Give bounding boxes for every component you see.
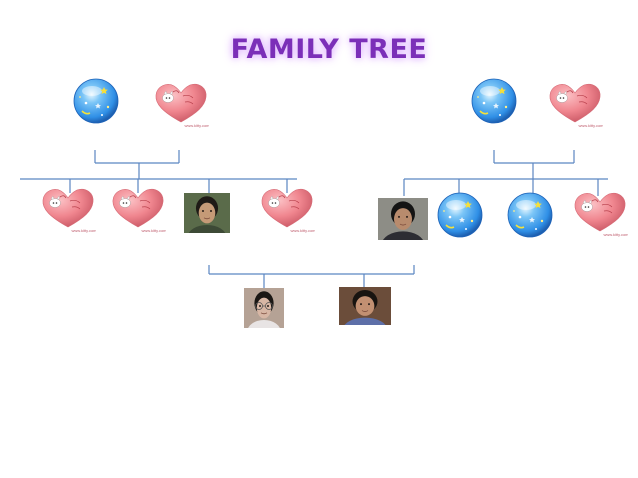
photo-mother <box>184 193 230 249</box>
photo-child-2 <box>339 287 391 341</box>
heart-icon-gm-maternal: www.kitty.com <box>547 80 604 128</box>
globe-icon-gf-paternal <box>72 77 120 125</box>
heart-icon-aunt-2: www.kitty.com <box>110 185 167 233</box>
heart-icon-aunt-1: www.kitty.com <box>40 185 97 233</box>
globe-icon-uncle-1 <box>436 191 484 239</box>
svg-text:www.kitty.com: www.kitty.com <box>141 228 166 233</box>
page-title: FAMILY TREE <box>230 34 428 65</box>
photo-father <box>378 198 428 257</box>
globe-icon-uncle-2 <box>506 191 554 239</box>
globe-icon-gf-maternal <box>470 77 518 125</box>
photo-child-1 <box>244 288 284 344</box>
svg-text:www.kitty.com: www.kitty.com <box>578 123 603 128</box>
svg-text:www.kitty.com: www.kitty.com <box>184 123 209 128</box>
heart-icon-aunt-3: www.kitty.com <box>259 185 316 233</box>
heart-icon-gm-paternal: www.kitty.com <box>153 80 210 128</box>
svg-text:www.kitty.com: www.kitty.com <box>290 228 315 233</box>
svg-text:www.kitty.com: www.kitty.com <box>603 232 628 237</box>
heart-icon-aunt-4: www.kitty.com <box>572 189 629 237</box>
svg-text:www.kitty.com: www.kitty.com <box>71 228 96 233</box>
